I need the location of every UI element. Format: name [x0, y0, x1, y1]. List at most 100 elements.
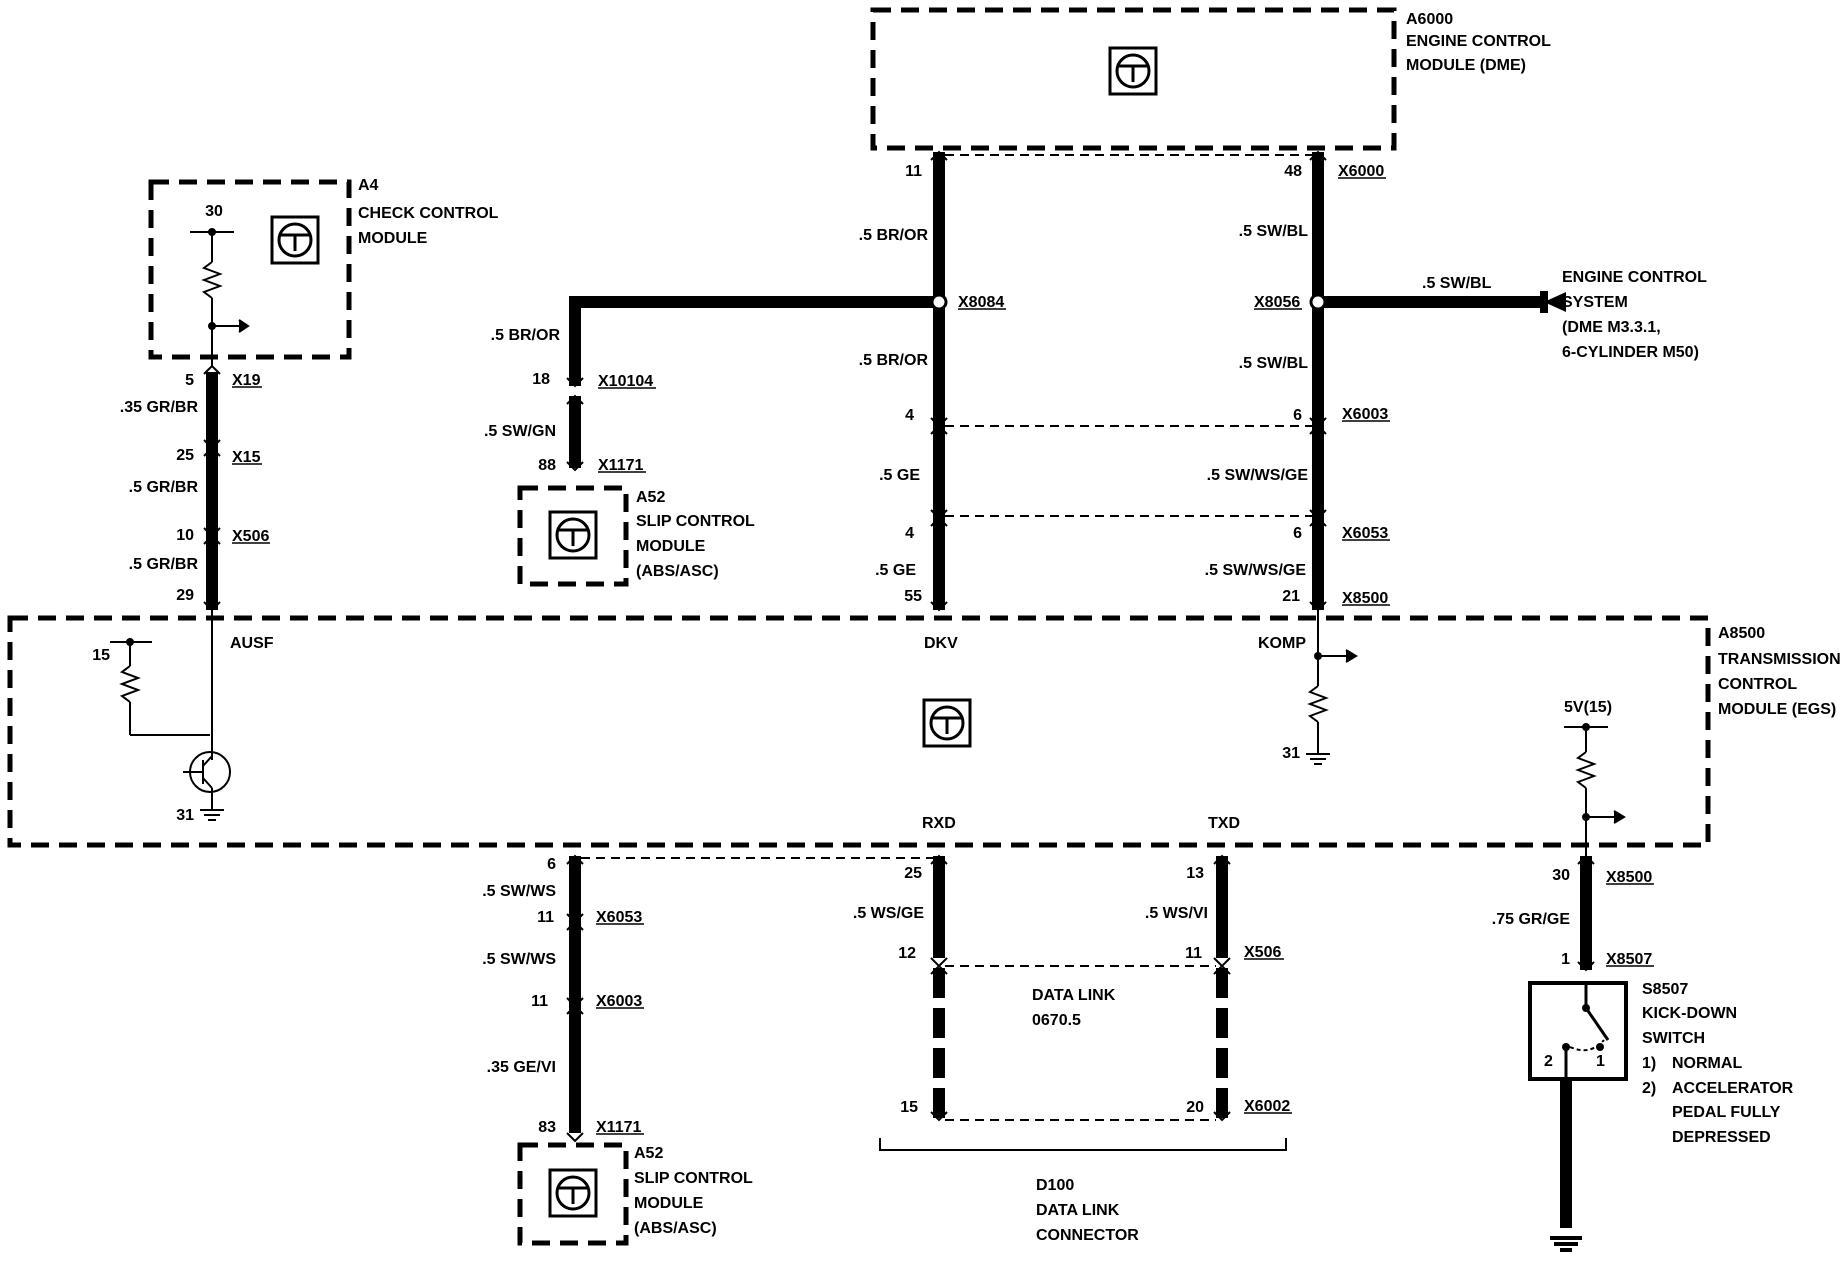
- wire-sw-gn: .5 SW/GN: [484, 423, 556, 440]
- signal-komp: KOMP: [1258, 635, 1306, 652]
- a8500-box: [7, 615, 1711, 848]
- wire-gr-br-1: .5 GR/BR: [129, 479, 199, 496]
- a6000-label-2: MODULE (DME): [1406, 57, 1526, 74]
- wire-br-or-2: .5 BR/OR: [491, 327, 561, 344]
- s8507-item2-l1: ACCELERATOR: [1672, 1080, 1794, 1097]
- pin-15-res: 15: [92, 647, 110, 664]
- signal-rxd: RXD: [922, 815, 956, 832]
- a4-label-2: MODULE: [358, 230, 428, 247]
- a52-upper-label-1: SLIP CONTROL: [636, 513, 755, 530]
- pin-29: 29: [176, 587, 194, 604]
- pin-1-switch: 1: [1561, 951, 1570, 968]
- pin-11-txd: 11: [1185, 945, 1202, 962]
- wire-gr-br-35: .35 GR/BR: [120, 399, 199, 416]
- a52-upper-label-2: MODULE: [636, 538, 706, 555]
- wire-ge-1: .5 GE: [879, 467, 920, 484]
- a8500-label-3: MODULE (EGS): [1718, 701, 1836, 718]
- wire-ge-vi: .35 GE/VI: [487, 1059, 556, 1076]
- conn-x6002: X6002: [1244, 1098, 1290, 1115]
- conn-x19: X19: [232, 372, 261, 389]
- pin-4-b: 4: [905, 525, 914, 542]
- a52-upper-module-icon: [548, 510, 598, 560]
- wire-sw-bl-1: .5 SW/BL: [1239, 223, 1309, 240]
- wire-ge-2: .5 GE: [875, 562, 916, 579]
- komp-circuit: [1306, 610, 1358, 765]
- a4-label-1: CHECK CONTROL: [358, 205, 499, 222]
- d100-bracket: [879, 1138, 1287, 1151]
- a8500-module-icon: [922, 698, 972, 748]
- wire-sw-ws-1: .5 SW/WS: [482, 883, 556, 900]
- wire-ws-ge: .5 WS/GE: [853, 905, 924, 922]
- conn-x8056: X8056: [1254, 294, 1300, 311]
- a52-upper-id: A52: [636, 489, 665, 506]
- pin-4-a: 4: [905, 407, 914, 424]
- switch-pos-1: 1: [1596, 1053, 1605, 1070]
- d100-id: D100: [1036, 1177, 1074, 1194]
- pin-5: 5: [185, 372, 194, 389]
- ecs-label-2: SYSTEM: [1562, 294, 1628, 311]
- pin-6-a: 6: [1293, 407, 1302, 424]
- a8500-label-1: TRANSMISSION: [1718, 651, 1841, 668]
- ecs-label-4: 6-CYLINDER M50): [1562, 344, 1699, 361]
- conn-x1171-bottom: X1171: [596, 1119, 641, 1136]
- a6000-module-icon: [1108, 46, 1158, 96]
- conn-x10104: X10104: [598, 373, 653, 390]
- wire-br-or-1: .5 BR/OR: [859, 227, 929, 244]
- wire-gr-br-2: .5 GR/BR: [129, 556, 199, 573]
- a52-lower-id: A52: [634, 1145, 663, 1162]
- s8507-id: S8507: [1642, 981, 1688, 998]
- splice-x8056-icon: [1309, 293, 1327, 311]
- pin-11-top: 11: [905, 163, 922, 180]
- s8507-item1: NORMAL: [1672, 1055, 1742, 1072]
- a52-lower-label-2: MODULE: [634, 1195, 704, 1212]
- splice-x8084-icon: [930, 293, 948, 311]
- a6000-id: A6000: [1406, 11, 1453, 28]
- pin-30-a4: 30: [205, 203, 223, 220]
- conn-x6053-bottom: X6053: [596, 909, 642, 926]
- conn-x6053-right: X6053: [1342, 525, 1388, 542]
- pin-10: 10: [176, 527, 194, 544]
- s8507-box: [1528, 981, 1628, 1081]
- ground-icon: [1550, 1236, 1582, 1252]
- wire-sw-ws-ge-2: .5 SW/WS/GE: [1205, 562, 1307, 579]
- pin-21: 21: [1282, 588, 1300, 605]
- pin-12: 12: [898, 945, 916, 962]
- conn-x8084: X8084: [958, 294, 1004, 311]
- a8500-id: A8500: [1718, 625, 1765, 642]
- pin-6-bottom: 6: [547, 856, 556, 873]
- pin-20: 20: [1186, 1099, 1204, 1116]
- a6000-label-1: ENGINE CONTROL: [1406, 33, 1551, 50]
- conn-x1171-upper: X1171: [598, 457, 643, 474]
- a4-circuit: [190, 228, 250, 366]
- pin-25-rxd: 25: [904, 865, 922, 882]
- v5-circuit: [1564, 723, 1626, 856]
- ecs-label-1: ENGINE CONTROL: [1562, 269, 1707, 286]
- conn-x8500-bottom: X8500: [1606, 869, 1652, 886]
- pin-6-b: 6: [1293, 525, 1302, 542]
- pin-18: 18: [532, 371, 550, 388]
- wires-upper: [206, 152, 1540, 610]
- ausf-circuit: [110, 610, 231, 821]
- d100-label-2: CONNECTOR: [1036, 1227, 1139, 1244]
- s8507-label-2: SWITCH: [1642, 1030, 1705, 1047]
- pin-11-b2: 11: [531, 993, 548, 1010]
- connector-dashes: [581, 154, 1312, 1121]
- signal-txd: TXD: [1208, 815, 1240, 832]
- a52-lower-module-icon: [548, 1168, 598, 1218]
- conn-x6003-right: X6003: [1342, 406, 1388, 423]
- a52-lower-label-1: SLIP CONTROL: [634, 1170, 753, 1187]
- a4-module-icon: [270, 215, 320, 265]
- wire-sw-ws-2: .5 SW/WS: [482, 951, 556, 968]
- a6000-box: [870, 7, 1397, 151]
- wire-sw-bl-3: .5 SW/BL: [1239, 355, 1309, 372]
- signal-ausf: AUSF: [230, 635, 274, 652]
- a4-id: A4: [358, 177, 379, 194]
- datalink-label-2: 0670.5: [1032, 1012, 1081, 1029]
- pin-30-switch: 30: [1552, 867, 1570, 884]
- signal-dkv: DKV: [924, 635, 958, 652]
- kick-down-switch-icon: [1562, 983, 1610, 1079]
- s8507-item2-l3: DEPRESSED: [1672, 1129, 1771, 1146]
- pin-55: 55: [904, 588, 922, 605]
